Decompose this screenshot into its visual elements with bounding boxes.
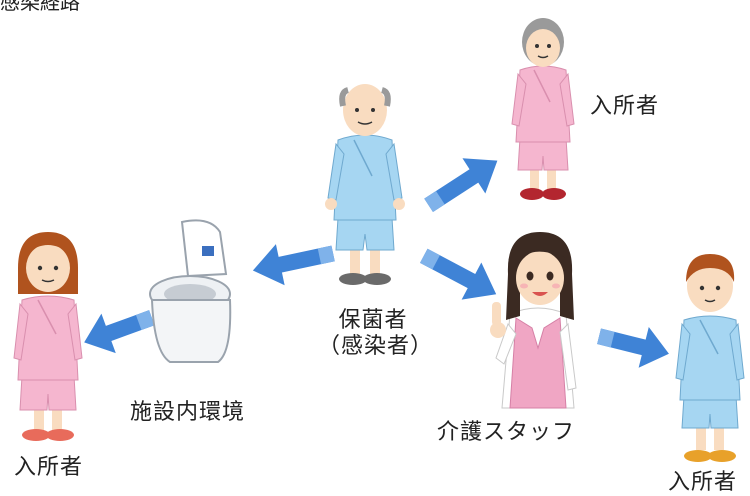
arrow-carrier-to-resident-top-right <box>424 158 498 213</box>
resident-girl-illustration <box>13 232 83 441</box>
carrier-label: 保菌者 （感染者） <box>318 308 434 360</box>
arrow-staff-to-resident-bottom-right <box>597 327 669 368</box>
arrow-carrier-to-staff <box>420 248 497 300</box>
toilet-facility-illustration <box>149 219 232 363</box>
carrier-elderly-man-illustration <box>325 84 405 285</box>
resident-top-right-label: 入所者 <box>590 94 660 119</box>
diagram-title: 感染経路 <box>0 0 80 14</box>
resident-elderly-woman-illustration <box>511 18 575 200</box>
facility-environment-label: 施設内環境 <box>130 400 246 425</box>
resident-left-label: 入所者 <box>14 455 84 480</box>
carrier-label-line1: 保菌者 <box>338 308 408 333</box>
care-staff-illustration <box>490 232 577 409</box>
arrow-carrier-to-facility <box>252 244 335 286</box>
carrier-label-line2: （感染者） <box>318 334 434 359</box>
arrow-facility-to-resident-left <box>84 310 155 354</box>
care-staff-label: 介護スタッフ <box>437 420 576 445</box>
resident-boy-illustration <box>675 254 745 462</box>
resident-bottom-right-label: 入所者 <box>668 470 738 495</box>
